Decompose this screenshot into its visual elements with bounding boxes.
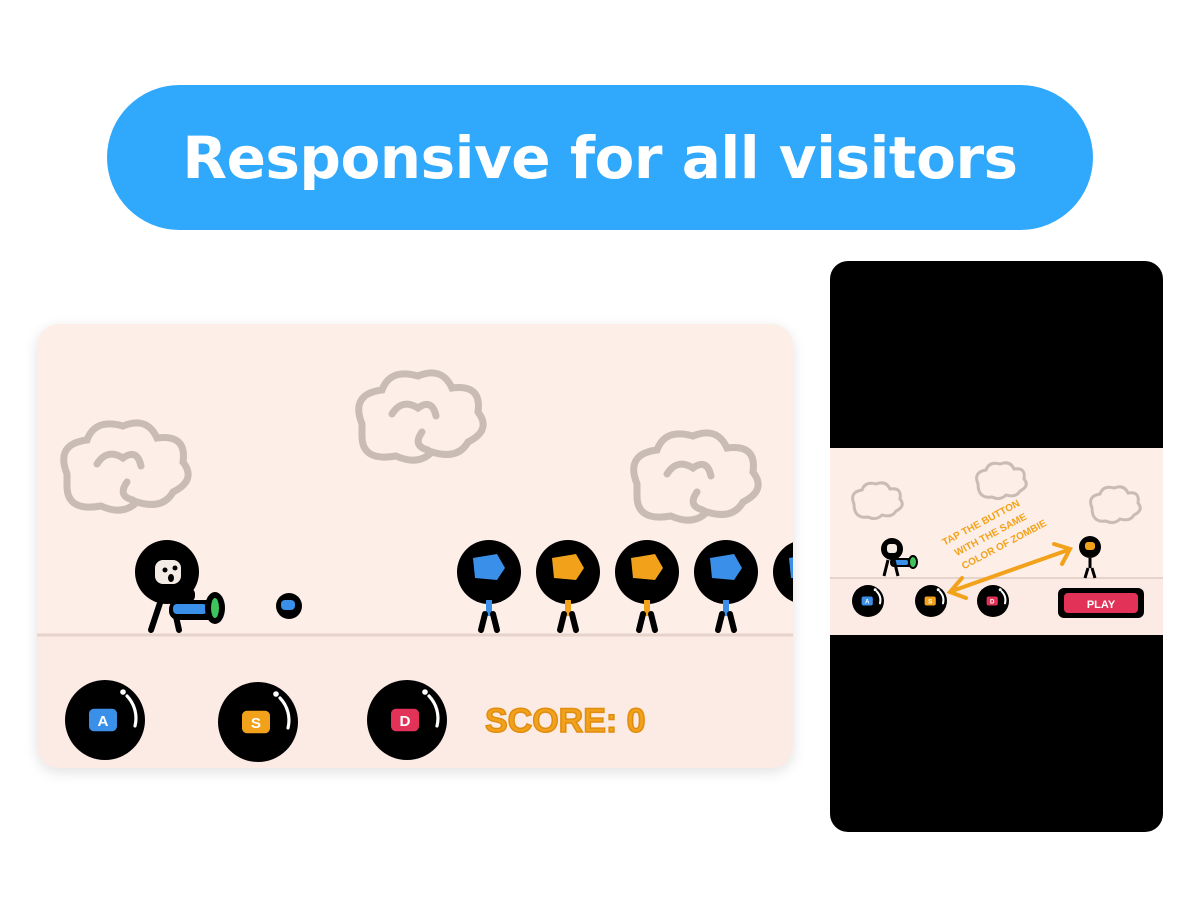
mobile-game-preview: TAP THE BUTTON WITH THE SAME COLOR OF ZO… bbox=[830, 261, 1163, 832]
zombie bbox=[457, 540, 521, 633]
double-arrow-icon bbox=[946, 542, 1073, 600]
desktop-game-canvas: A S D SCORE: 0 bbox=[37, 369, 793, 768]
cloud-icon bbox=[60, 419, 192, 514]
zombie bbox=[1079, 536, 1101, 579]
key-label: D bbox=[400, 713, 411, 730]
key-button-a[interactable]: A bbox=[852, 585, 884, 617]
player-character bbox=[881, 538, 918, 577]
cloud-icon bbox=[975, 461, 1028, 501]
zombie bbox=[536, 540, 600, 633]
desktop-game-preview: A S D SCORE: 0 bbox=[37, 324, 793, 768]
projectile bbox=[276, 593, 302, 619]
cloud-icon bbox=[355, 369, 487, 464]
key-label: D bbox=[990, 598, 995, 605]
key-label: A bbox=[865, 598, 870, 605]
zombie bbox=[773, 542, 793, 602]
mobile-game-area: TAP THE BUTTON WITH THE SAME COLOR OF ZO… bbox=[830, 448, 1163, 635]
score-display: SCORE: 0 bbox=[485, 702, 646, 740]
play-button[interactable]: PLAY bbox=[1058, 588, 1144, 618]
key-label: S bbox=[928, 598, 932, 605]
key-button-s[interactable]: S bbox=[915, 585, 947, 617]
key-label: A bbox=[98, 713, 109, 730]
key-button-a[interactable]: A bbox=[65, 680, 145, 760]
play-button-label: PLAY bbox=[1087, 599, 1116, 611]
zombie bbox=[694, 540, 758, 633]
key-button-s[interactable]: S bbox=[218, 682, 298, 762]
mobile-game-canvas: TAP THE BUTTON WITH THE SAME COLOR OF ZO… bbox=[830, 461, 1163, 635]
hero-title: Responsive for all visitors bbox=[182, 123, 1018, 192]
key-button-d[interactable]: D bbox=[977, 585, 1009, 617]
hero-banner: Responsive for all visitors bbox=[107, 85, 1093, 230]
key-label: S bbox=[251, 715, 261, 732]
player-character bbox=[135, 540, 225, 633]
key-button-d[interactable]: D bbox=[367, 680, 447, 760]
cloud-icon bbox=[1089, 485, 1142, 525]
zombie-row bbox=[457, 540, 793, 633]
cloud-icon bbox=[851, 481, 904, 521]
cloud-icon bbox=[630, 429, 762, 524]
zombie bbox=[615, 540, 679, 633]
